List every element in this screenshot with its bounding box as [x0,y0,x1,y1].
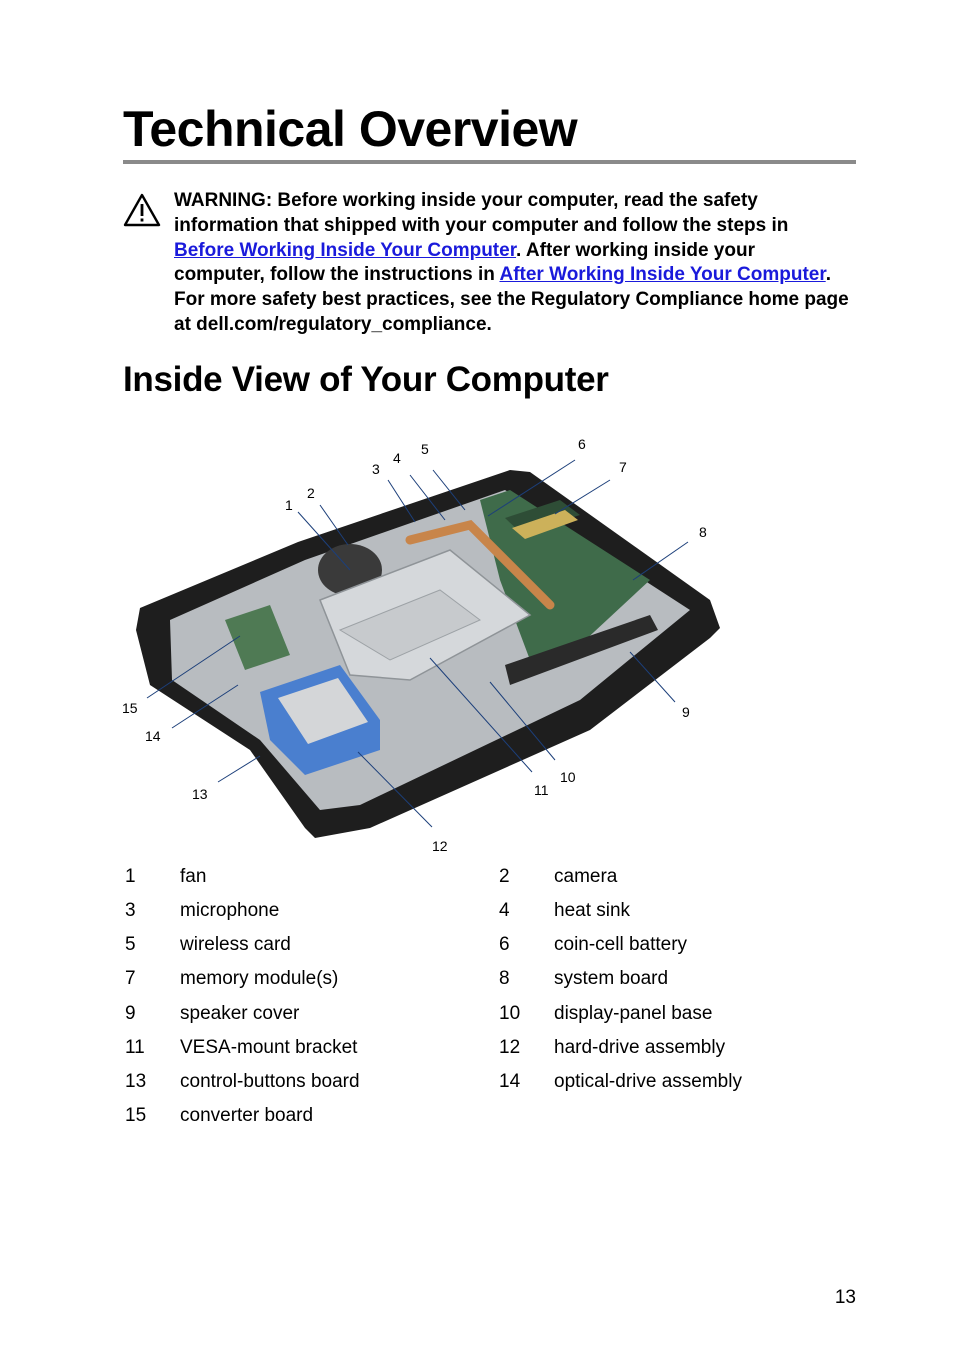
legend-number: 9 [125,1003,136,1024]
callout-6: 6 [578,436,586,452]
legend-row: 1 fan 2 camera [123,866,823,900]
legend-label: memory module(s) [180,968,339,989]
callout-10: 10 [560,769,576,785]
legend-number: 12 [499,1037,521,1058]
page-number: 13 [834,1287,856,1308]
heat-sink-shape [405,520,555,610]
legend-number: 5 [125,934,136,955]
legend-number: 15 [125,1105,147,1126]
legend-label: display-panel base [554,1003,713,1024]
callout-3: 3 [372,461,380,477]
legend-label: system board [554,968,669,989]
legend-number: 14 [499,1071,521,1092]
legend-row: 11 VESA-mount bracket 12 hard-drive asse… [123,1037,823,1071]
legend-number: 8 [499,968,510,989]
callout-2: 2 [307,485,315,501]
legend-label: fan [180,866,207,887]
legend-label: VESA-mount bracket [180,1037,358,1058]
legend-row: 3 microphone 4 heat sink [123,900,823,934]
callout-15: 15 [122,700,138,716]
warning-text-part: . After working inside your computer, fo… [174,239,755,286]
callout-13: 13 [192,786,208,802]
legend-number: 1 [125,866,136,887]
legend-number: 3 [125,900,136,921]
callout-1: 1 [285,497,293,513]
legend-number: 10 [499,1003,521,1024]
legend-label: heat sink [554,900,631,921]
computer-internals-illustration: 1 2 3 4 5 6 7 8 9 10 11 12 13 14 15 [122,436,720,854]
callout-12: 12 [432,838,448,854]
legend-number: 4 [499,900,510,921]
legend-label: optical-drive assembly [554,1071,742,1092]
section-title: Inside View of Your Computer [123,360,609,399]
vesa-plate [338,589,481,661]
legend-number: 11 [125,1037,145,1058]
converter-board-shape [225,605,290,670]
legend-label: converter board [180,1105,314,1126]
legend-number: 2 [499,866,510,887]
callout-11: 11 [534,782,549,798]
callout-4: 4 [393,450,401,466]
warning-text: WARNING: Before working inside your comp… [174,189,849,338]
before-working-link[interactable]: Before Working Inside Your Computer [174,239,517,261]
warning-triangle-icon [123,193,161,227]
legend-label: hard-drive assembly [554,1037,726,1058]
hard-drive-label [278,678,368,744]
legend-row: 15 converter board [123,1105,823,1139]
legend-label: microphone [180,900,280,921]
speaker-cover-shape [505,615,658,685]
legend-number: 6 [499,934,510,955]
callout-lines [146,459,689,828]
legend-row: 9 speaker cover 10 display-panel base [123,1003,823,1037]
warning-text-part: . For more safety best practices, see th… [174,264,849,335]
title-rule [123,160,856,164]
callout-14: 14 [145,728,161,744]
callout-9: 9 [682,704,690,720]
legend-label: camera [554,866,618,887]
callout-5: 5 [421,441,429,457]
legend-row: 13 control-buttons board 14 optical-driv… [123,1071,823,1105]
page-title: Technical Overview [123,101,578,157]
legend-number: 13 [125,1071,147,1092]
warning-label: WARNING: [174,190,273,211]
legend-number: 7 [125,968,136,989]
legend-label: coin-cell battery [554,934,688,955]
memory-contacts [512,510,578,539]
legend-row: 5 wireless card 6 coin-cell battery [123,934,823,968]
legend-label: wireless card [180,934,291,955]
callout-8: 8 [699,524,707,540]
legend-label: control-buttons board [180,1071,360,1092]
warning-text-part: Before working inside your computer, rea… [174,190,789,236]
legend-row: 7 memory module(s) 8 system board [123,968,823,1002]
legend-label: speaker cover [180,1003,300,1024]
callout-7: 7 [619,459,627,475]
after-working-link[interactable]: After Working Inside Your Computer [499,264,826,286]
